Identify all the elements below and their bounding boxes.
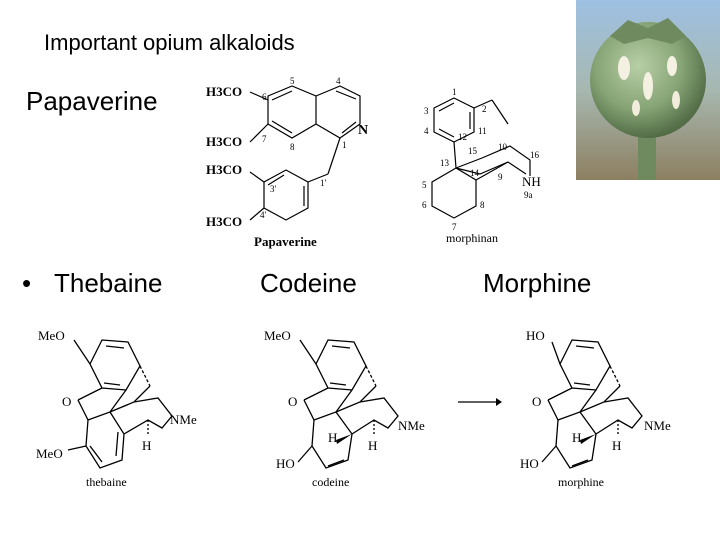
morphine-label: HO <box>520 456 539 471</box>
codeine-label: H <box>328 430 337 445</box>
codeine-label: O <box>288 394 297 409</box>
morphinan-structure: 1 2 3 4 5 6 7 8 9 9a 10 11 12 13 14 15 1… <box>422 87 541 245</box>
papaverine-locant: 6 <box>262 92 267 102</box>
codeine-caption: codeine <box>312 475 349 489</box>
papaverine-locant: 7 <box>262 134 267 144</box>
bullet-marker: • <box>22 268 32 298</box>
morphinan-locant: 12 <box>458 132 467 142</box>
morphine-structure: HO O NMe H H HO morphine <box>520 328 671 489</box>
morphinan-locant: 2 <box>482 104 487 114</box>
morphine-label: H <box>612 438 621 453</box>
thebaine-label: MeO <box>36 446 63 461</box>
papaverine-group-3: H3CO <box>206 162 242 177</box>
papaverine-locant: 3' <box>270 184 277 194</box>
poppy-pod-illustration <box>576 0 720 180</box>
morphinan-locant: 15 <box>468 146 478 156</box>
thebaine-label: H <box>142 438 151 453</box>
morphinan-locant: 3 <box>424 106 429 116</box>
papaverine-locant: 4 <box>336 76 341 86</box>
thebaine-label: MeO <box>38 328 65 343</box>
bullet-morphine: Morphine <box>483 268 592 298</box>
morphinan-locant: 14 <box>470 168 480 178</box>
slide-title: Important opium alkaloids <box>44 30 295 55</box>
morphinan-locant: 6 <box>422 200 427 210</box>
morphinan-locant: 7 <box>452 222 457 232</box>
morphinan-locant: 13 <box>440 158 450 168</box>
morphine-label: HO <box>526 328 545 343</box>
morphinan-locant: 4 <box>424 126 429 136</box>
papaverine-nitrogen: N <box>358 123 368 138</box>
papaverine-caption: Papaverine <box>254 234 317 249</box>
papaverine-heading: Papaverine <box>26 86 158 116</box>
papaverine-group-4: H3CO <box>206 214 242 229</box>
papaverine-locant: 8 <box>290 142 295 152</box>
morphinan-amine: NH <box>522 174 541 189</box>
morphinan-caption: morphinan <box>446 231 498 245</box>
codeine-label: MeO <box>264 328 291 343</box>
morphine-label: O <box>532 394 541 409</box>
papaverine-locant: 4' <box>260 210 267 220</box>
poppy-pod-photo <box>576 0 720 180</box>
morphinan-locant: 16 <box>530 150 540 160</box>
thebaine-label: NMe <box>170 412 197 427</box>
alkaloid-bullet-row: • Thebaine Codeine Morphine <box>22 268 662 304</box>
bullet-thebaine: Thebaine <box>54 268 163 298</box>
reaction-arrow <box>458 398 502 406</box>
thebaine-caption: thebaine <box>86 475 127 489</box>
morphinan-locant: 9a <box>524 190 533 200</box>
morphinan-locant: 5 <box>422 180 427 190</box>
papaverine-group-2: H3CO <box>206 134 242 149</box>
papaverine-locant: 5 <box>290 76 295 86</box>
morphine-label: NMe <box>644 418 671 433</box>
codeine-structure: MeO O NMe H H HO codeine <box>264 328 425 489</box>
morphinan-locant: 11 <box>478 126 487 136</box>
morphinan-locant: 1 <box>452 87 457 97</box>
papaverine-group-1: H3CO <box>206 84 242 99</box>
morphine-caption: morphine <box>558 475 604 489</box>
papaverine-locant: 1 <box>342 140 347 150</box>
morphinan-locant: 10 <box>498 142 508 152</box>
papaverine-structure: H3CO H3CO H3CO H3CO N 4 5 6 7 8 1 1' 3' … <box>206 76 368 249</box>
codeine-label: H <box>368 438 377 453</box>
thebaine-label: O <box>62 394 71 409</box>
codeine-label: NMe <box>398 418 425 433</box>
papaverine-locant: 1' <box>320 178 327 188</box>
thebaine-structure: MeO MeO O NMe H thebaine <box>36 328 197 489</box>
morphinan-locant: 8 <box>480 200 485 210</box>
codeine-label: HO <box>276 456 295 471</box>
bullet-codeine: Codeine <box>260 268 357 298</box>
morphine-label: H <box>572 430 581 445</box>
morphinan-locant: 9 <box>498 172 503 182</box>
